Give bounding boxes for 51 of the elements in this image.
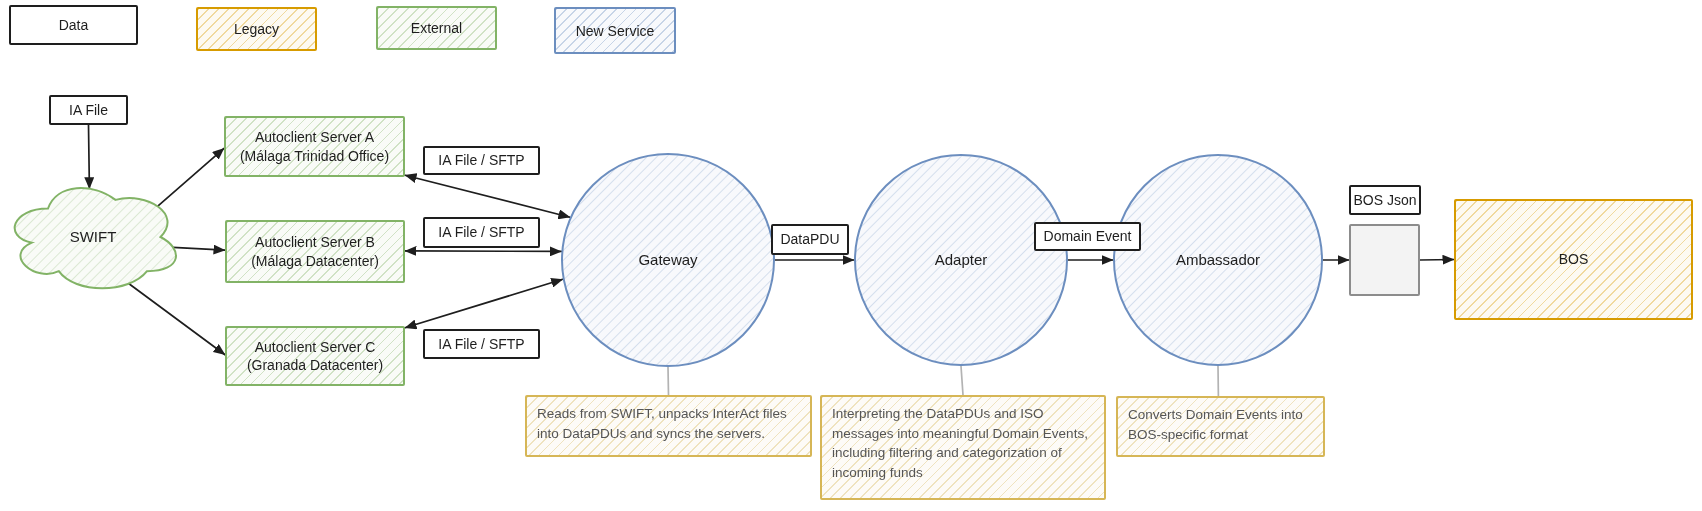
arrow xyxy=(404,277,564,330)
connector-line xyxy=(960,365,964,396)
note-box xyxy=(525,395,812,457)
arrow xyxy=(156,147,225,208)
arrow xyxy=(84,124,95,190)
legend-text: Data xyxy=(58,17,89,33)
node-label: BOS xyxy=(1558,250,1589,269)
system-box xyxy=(1454,199,1693,320)
legend-text: Legacy xyxy=(233,21,280,37)
note-text: Reads from SWIFT, unpacks InterAct files into DataPDUs and syncs the servers. xyxy=(537,405,788,443)
arrow xyxy=(404,245,563,257)
node-label: Autoclient Server B (Málaga Datacenter) xyxy=(250,233,380,270)
arrow xyxy=(1322,255,1350,265)
node-label: Autoclient Server C (Granada Datacenter) xyxy=(245,337,385,375)
service-circle xyxy=(561,153,775,367)
node-label: IA File / SFTP xyxy=(438,151,525,170)
node-label: Domain Event xyxy=(1043,227,1132,246)
node-label: IA File xyxy=(69,100,108,120)
note-text: Converts Domain Events into BOS-specific format xyxy=(1128,406,1304,444)
data-tag xyxy=(49,95,128,125)
arrow xyxy=(1419,254,1455,265)
data-tag xyxy=(423,329,540,359)
arrow xyxy=(128,282,226,356)
server-box xyxy=(224,116,405,177)
server-box xyxy=(225,326,405,386)
data-tag xyxy=(771,224,849,255)
node-label: Autoclient Server A (Málaga Trinidad Office) xyxy=(238,128,391,165)
node-label: Gateway xyxy=(638,250,698,270)
node-label: Ambassador xyxy=(1175,250,1261,270)
node-label: Adapter xyxy=(934,250,988,270)
node-label: IA File / SFTP xyxy=(438,334,525,354)
node-label: IA File / SFTP xyxy=(438,223,525,242)
arrow xyxy=(404,173,571,220)
connector-line xyxy=(667,366,670,396)
node-label: DataPDU xyxy=(780,230,840,249)
connector-line xyxy=(1217,365,1220,397)
note-box xyxy=(1116,396,1325,457)
server-box xyxy=(225,220,405,283)
note-box xyxy=(820,395,1106,500)
data-tag xyxy=(1034,222,1141,251)
arrow xyxy=(1067,255,1114,265)
node-label: BOS Json xyxy=(1353,190,1417,210)
data-tag xyxy=(423,146,540,175)
empty-box xyxy=(1349,224,1420,296)
arrow xyxy=(774,255,855,265)
data-tag xyxy=(423,217,540,248)
legend-text: External xyxy=(410,20,463,36)
note-text: Interpreting the DataPDUs and ISO messages into meaningful Domain Events, including filtering and categorization of incoming funds xyxy=(832,405,1089,482)
arrow xyxy=(172,244,226,255)
legend-text: New Service xyxy=(575,22,655,39)
node-label: SWIFT xyxy=(69,227,117,247)
